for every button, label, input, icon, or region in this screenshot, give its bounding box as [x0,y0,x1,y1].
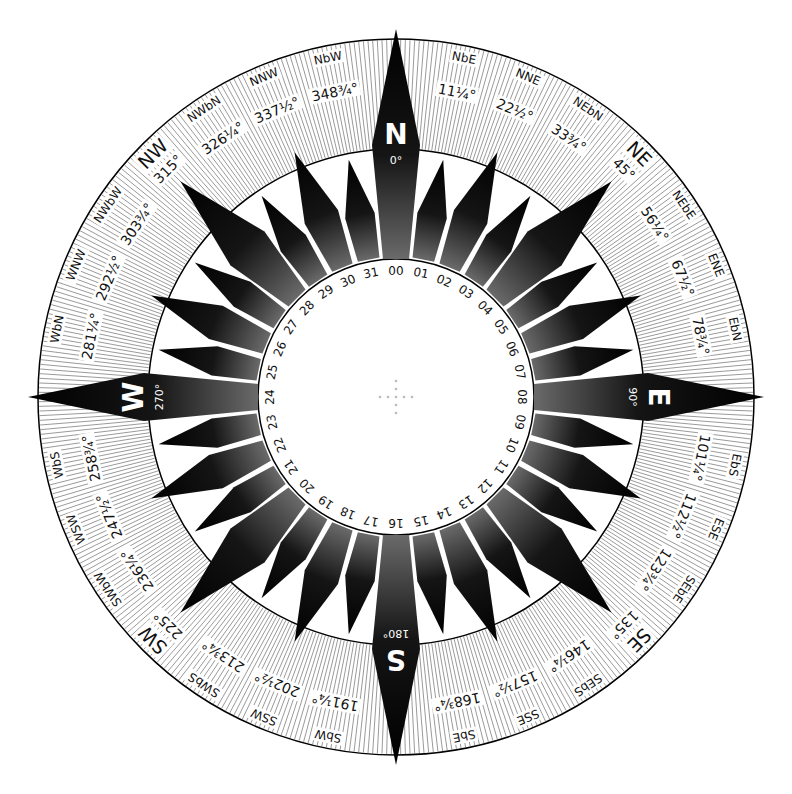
tick-mark [51,461,155,489]
point-number: 07 [512,364,527,381]
tick-mark [457,51,484,156]
center-dot [395,404,398,407]
tick-mark [299,53,328,157]
center-dot [387,396,390,399]
center-dot [395,380,398,383]
point-number: 08 [516,389,528,404]
number-ring [258,259,534,535]
tick-mark [644,364,752,374]
point-number: 15 [412,513,429,528]
outer-ring [38,39,754,755]
cardinal-letter: S [372,645,420,673]
petal-outline [28,373,258,421]
cardinal-petal: N 0° [372,29,420,259]
point-number: 16 [388,517,403,529]
cardinal-degree: 180° [372,629,420,640]
point-number: 31 [363,266,380,281]
tick-mark [636,300,740,329]
cardinal-petal: E 90° [534,373,764,421]
point-number: 00 [388,265,403,277]
petal-outline [534,373,764,421]
point-number: 24 [264,389,276,404]
tick-mark [40,420,148,430]
cardinal-degree: 270° [154,373,165,421]
tick-mark [242,75,288,172]
cardinal-degree: 90° [628,373,639,421]
center-dot [395,388,398,391]
cardinal-degree: 0° [372,155,420,166]
tick-mark [460,52,488,156]
point-number: 17 [363,513,380,528]
tick-mark [299,637,328,741]
center-dot [403,396,406,399]
cardinal-letter: E [644,373,672,421]
center-dot [411,396,414,399]
petal-outline [372,535,420,765]
tick-mark [304,52,332,156]
cardinal-petal: W 270° [28,373,258,421]
tick-mark [419,645,429,753]
tick-mark [51,305,155,333]
point-number: 09 [512,413,527,430]
center-dot [379,396,382,399]
petal-outline [372,29,420,259]
tick-mark [464,53,493,157]
point-number: 01 [412,266,429,281]
cardinal-letter: N [372,121,420,149]
point-number: 25 [265,364,280,381]
tick-mark [52,300,156,329]
cardinal-petal: S 180° [372,535,420,765]
cardinal-letter: W [120,373,148,421]
point-number: 23 [265,413,280,430]
center-dot [395,396,398,399]
tick-mark [363,41,373,149]
tick-marks [39,40,753,754]
tick-mark [635,296,739,327]
tick-mark [41,355,148,368]
center-dot [395,412,398,415]
